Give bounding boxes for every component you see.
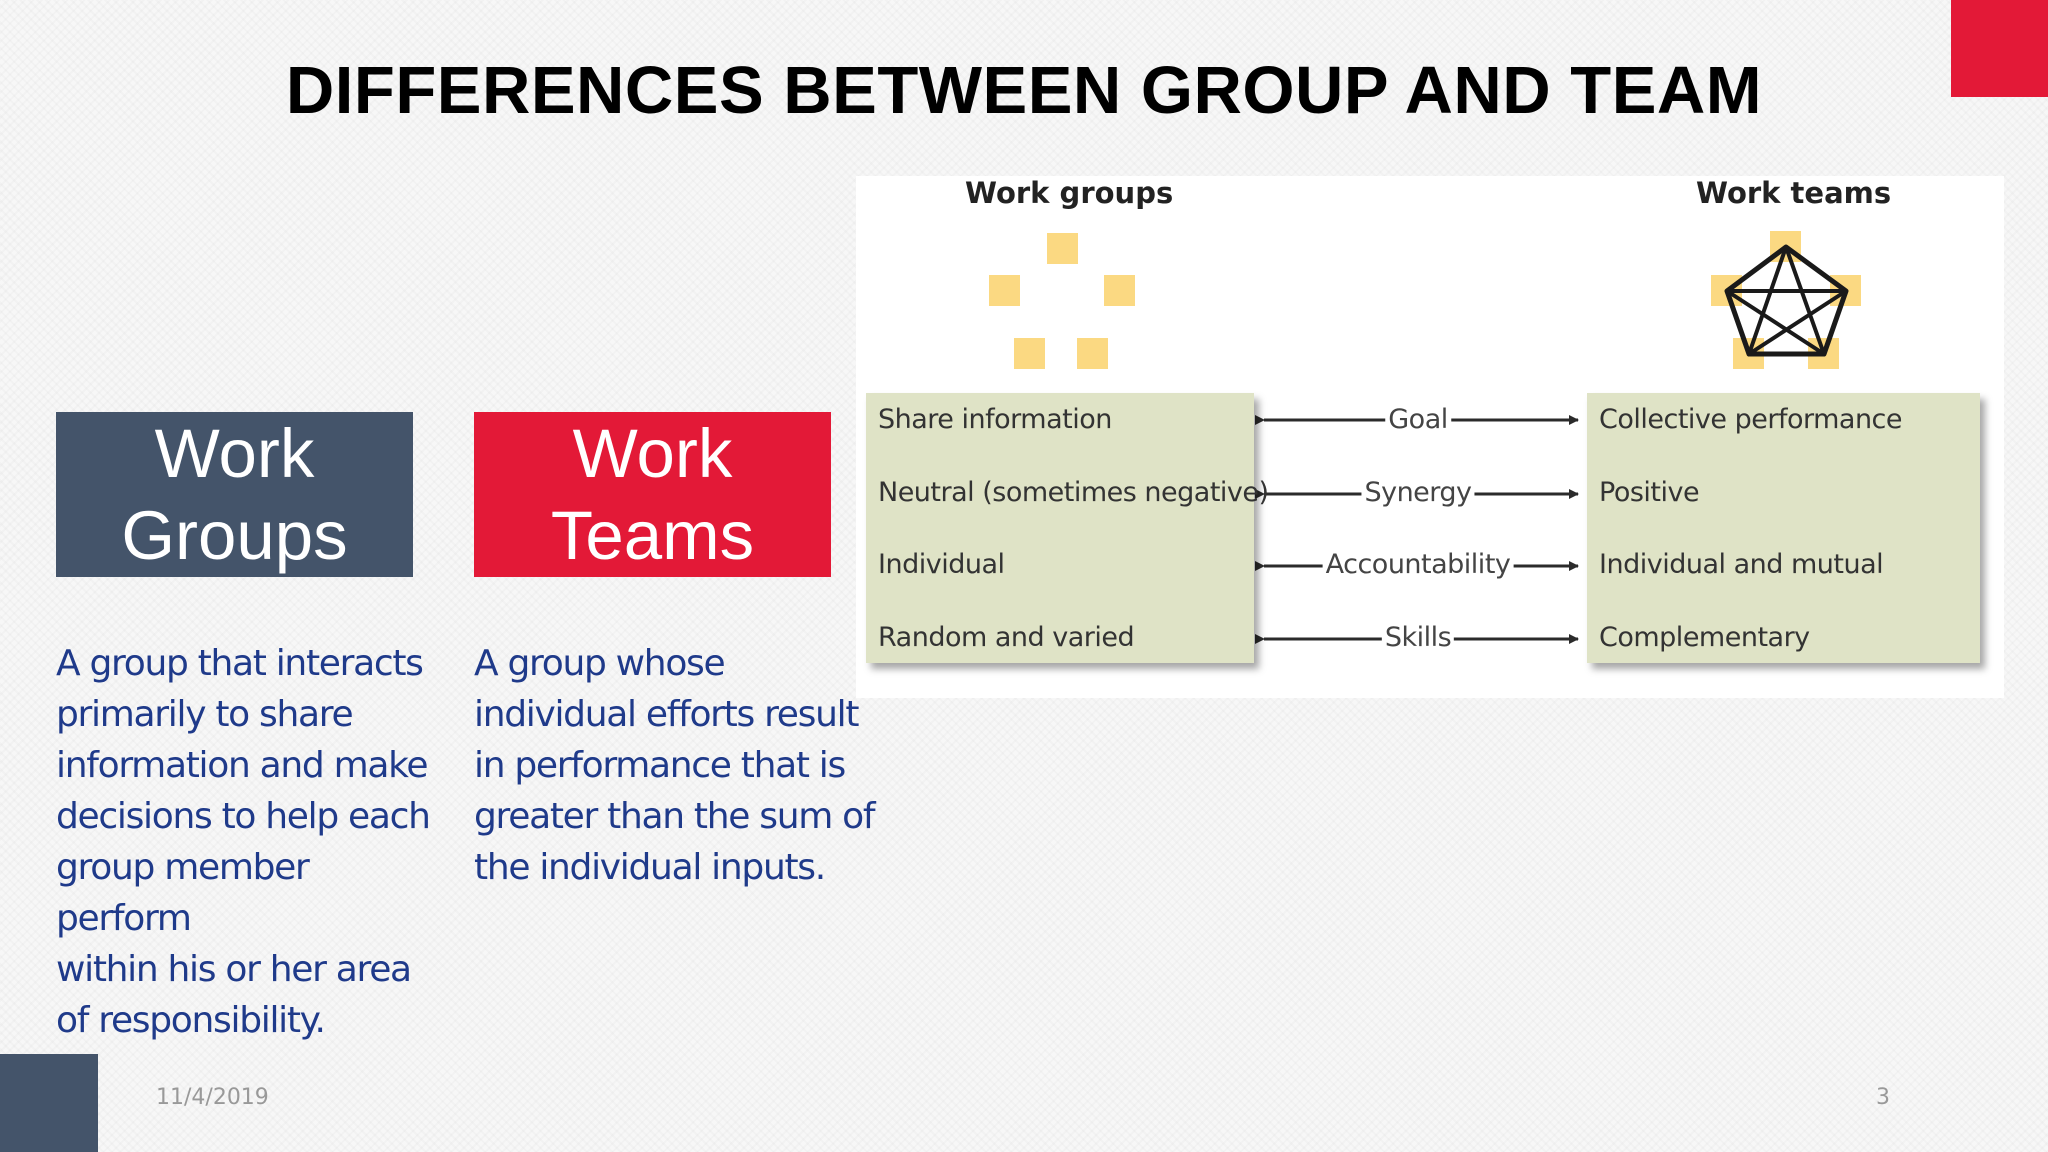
left-cell: Random and varied <box>878 622 1135 653</box>
left-cell: Neutral (sometimes negative) <box>878 477 1269 508</box>
work-groups-box-line2: Groups <box>121 496 348 574</box>
middle-label: Accountability <box>1322 549 1514 580</box>
navy-corner-accent <box>0 1054 98 1152</box>
work-groups-header: Work groups <box>965 176 1174 210</box>
arrows <box>1255 415 1579 644</box>
description-line: decisions to help each <box>56 796 431 837</box>
description-line: A group that interacts <box>56 643 424 684</box>
page-number: 3 <box>1876 1085 1890 1110</box>
middle-label: Skills <box>1381 622 1455 653</box>
footer-date: 11/4/2019 <box>156 1085 269 1110</box>
work-teams-pentagram-icon <box>1711 231 1861 369</box>
right-cell: Collective performance <box>1599 404 1903 435</box>
description-line: greater than the sum of <box>474 796 876 837</box>
work-groups-squares-icon <box>989 233 1135 369</box>
description-line: within his or her area <box>56 949 412 990</box>
left-cell: Individual <box>878 549 1005 580</box>
work-teams-box-line2: Teams <box>550 496 755 574</box>
middle-label: Goal <box>1385 404 1451 435</box>
description-line: perform <box>56 898 192 939</box>
right-cell: Positive <box>1599 477 1700 508</box>
left-cell: Share information <box>878 404 1112 435</box>
work-groups-box: Work Groups <box>56 412 413 577</box>
work-groups-description: A group that interacts primarily to shar… <box>56 638 456 1046</box>
description-line: of responsibility. <box>56 1000 326 1041</box>
description-line: group member <box>56 847 310 888</box>
work-teams-header: Work teams <box>1696 176 1892 210</box>
right-cell: Complementary <box>1599 622 1810 653</box>
work-teams-panel <box>1587 393 1980 663</box>
description-line: primarily to share <box>56 694 354 735</box>
slide-title: DIFFERENCES BETWEEN GROUP AND TEAM <box>285 53 1763 128</box>
work-teams-description: A group whose individual efforts result … <box>474 638 894 893</box>
description-line: information and make <box>56 745 429 786</box>
work-teams-box-line1: Work <box>572 414 733 492</box>
description-line: the individual inputs. <box>474 847 826 888</box>
work-groups-panel <box>866 393 1254 663</box>
description-line: individual efforts result <box>474 694 859 735</box>
work-groups-box-line1: Work <box>154 414 315 492</box>
description-line: in performance that is <box>474 745 846 786</box>
description-line: A group whose <box>474 643 726 684</box>
middle-label: Synergy <box>1361 477 1475 508</box>
work-teams-box: Work Teams <box>474 412 831 577</box>
right-cell: Individual and mutual <box>1599 549 1884 580</box>
red-corner-accent <box>1951 0 2048 97</box>
